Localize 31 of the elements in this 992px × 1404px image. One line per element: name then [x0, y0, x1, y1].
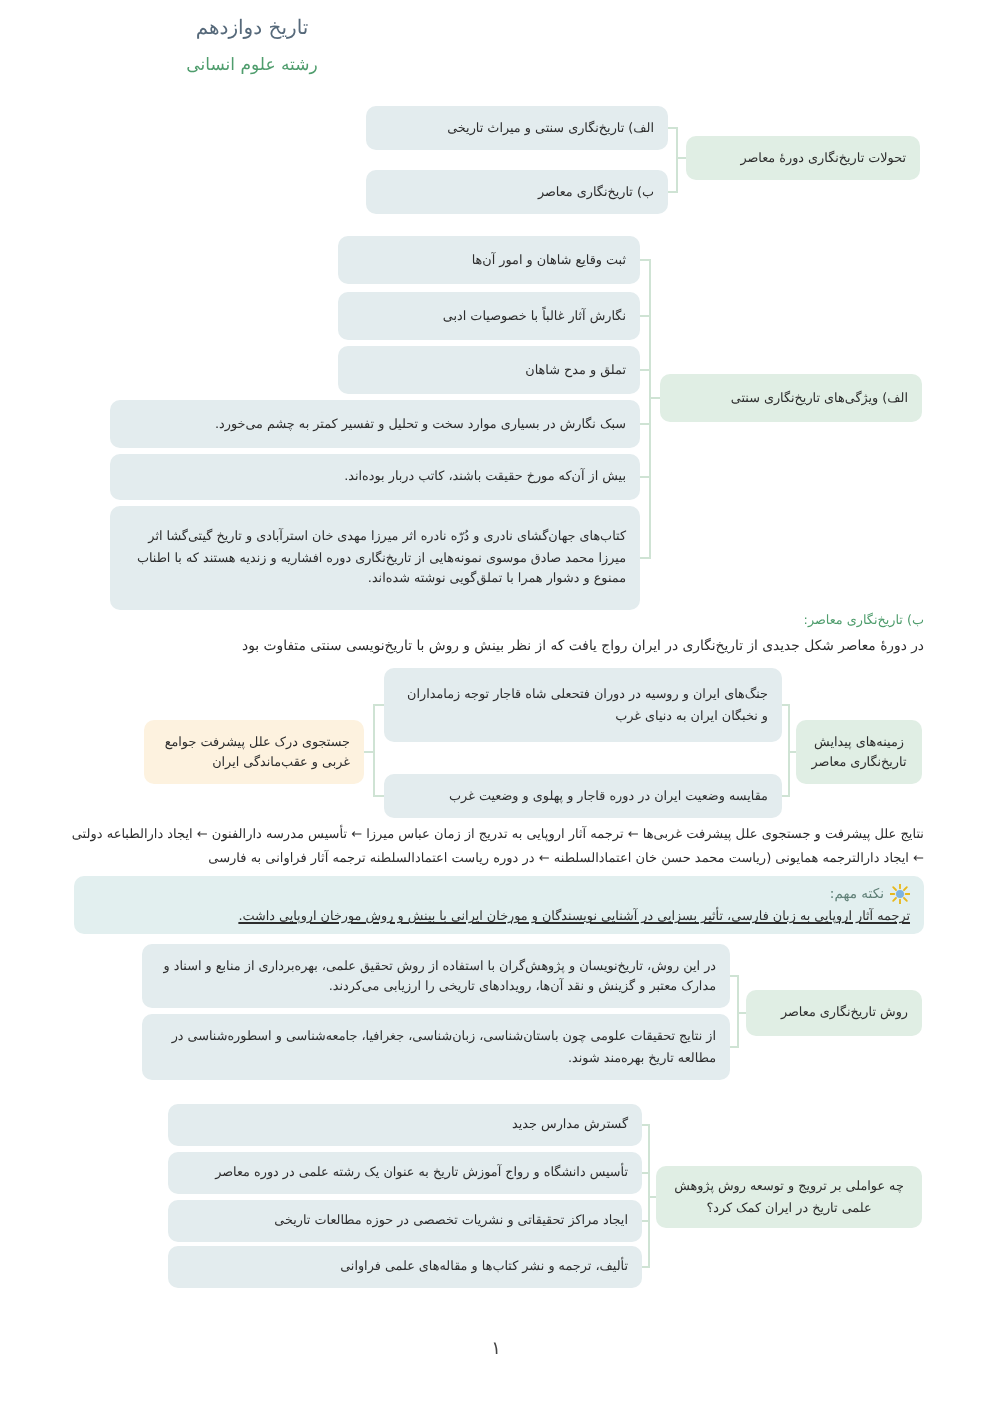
subtopic-box — [168, 1152, 642, 1194]
subtopic-box — [168, 1246, 642, 1288]
page-title: تاریخ دوازدهم — [193, 18, 311, 40]
connector-line — [667, 157, 687, 193]
subtopic-box — [366, 106, 668, 150]
subtopic-box — [110, 454, 640, 500]
page-number: ۱ — [489, 1340, 503, 1360]
subtopic-box — [142, 1014, 730, 1080]
note-box — [74, 876, 924, 934]
subtopic-box — [168, 1200, 642, 1242]
topic-box — [656, 1166, 922, 1228]
subtopic-box — [384, 774, 782, 818]
topic-box — [686, 136, 920, 180]
connector-line — [363, 751, 385, 797]
subtopic-box — [110, 400, 640, 448]
topic-box — [796, 720, 922, 784]
subtopic-box — [142, 944, 730, 1008]
connector-line — [639, 397, 661, 559]
subtopic-box — [384, 668, 782, 742]
topic-box — [660, 374, 922, 422]
result-box — [144, 720, 364, 784]
topic-box — [746, 990, 922, 1036]
subtopic-box — [168, 1104, 642, 1146]
connector-line — [641, 1196, 657, 1268]
subtopic-box — [338, 236, 640, 284]
subtopic-box — [366, 170, 668, 214]
subtopic-box — [110, 506, 640, 610]
connector-line — [781, 751, 797, 797]
subtitle: رشته علوم انسانی — [184, 56, 320, 76]
subtopic-box — [338, 292, 640, 340]
subtopic-box — [338, 346, 640, 394]
